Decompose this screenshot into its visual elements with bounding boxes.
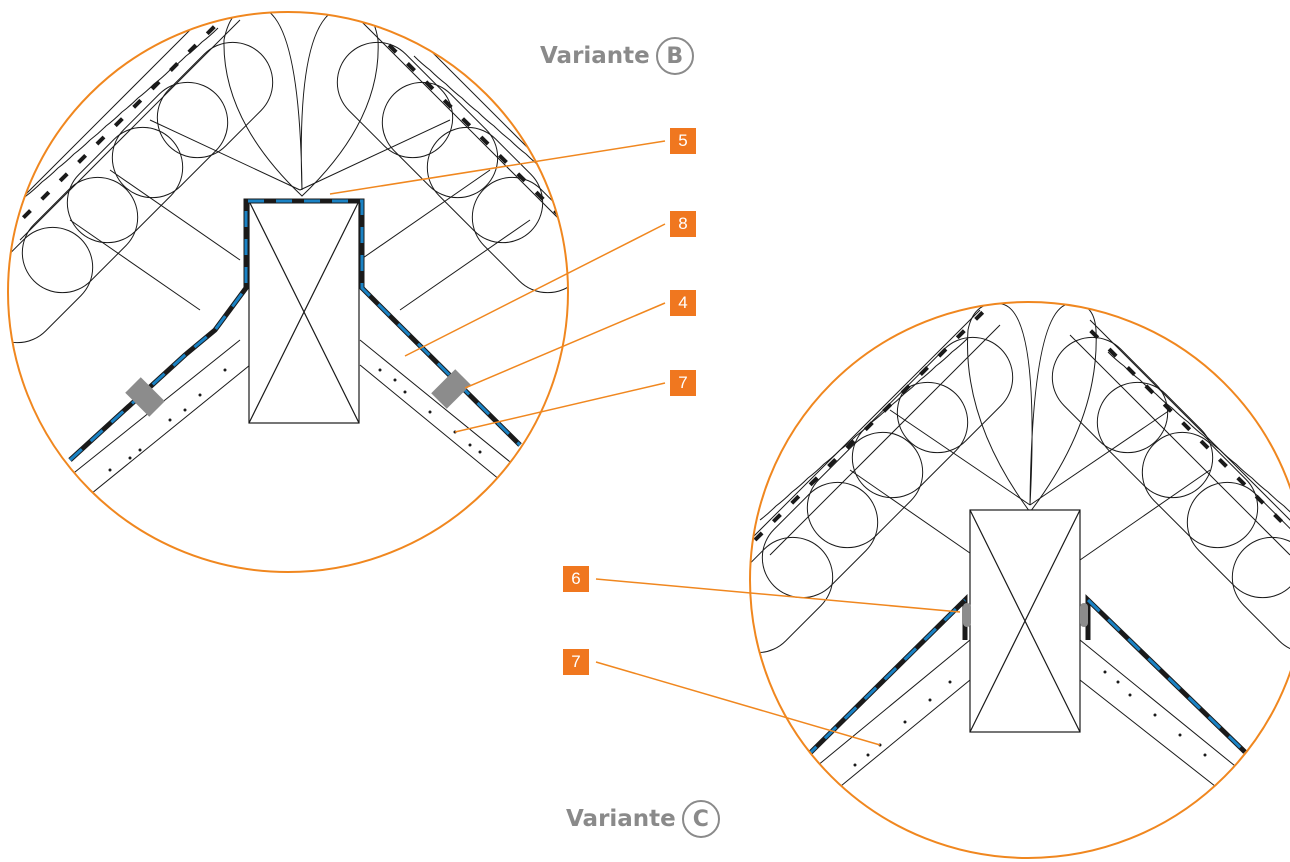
callout-4: 4 — [670, 290, 696, 316]
variant-letter-badge: B — [655, 37, 694, 75]
variant-b-label: Variante B — [540, 37, 694, 75]
callout-8: 8 — [670, 211, 696, 237]
variant-c-detail — [750, 303, 1290, 796]
callout-7: 7 — [670, 370, 696, 396]
variant-b-detail — [8, 12, 568, 516]
roof-underlay-right — [378, 34, 568, 238]
variant-c-frame — [749, 301, 1290, 859]
variant-label-text: Variante — [566, 806, 676, 832]
insulation-pattern — [750, 303, 1290, 654]
sealant-right — [1080, 603, 1088, 627]
sealant-right — [431, 369, 471, 409]
leader-lines-b — [329, 140, 666, 433]
rafter-c — [969, 509, 1081, 733]
sealant-left — [125, 377, 165, 417]
sheathing-boards — [799, 639, 1241, 796]
sealant-left — [963, 603, 971, 627]
roof-underlay-left — [8, 13, 228, 238]
variant-b-frame — [7, 11, 569, 573]
callout-5: 5 — [670, 128, 696, 154]
variant-letter-badge: C — [681, 800, 720, 838]
callout-6: 6 — [563, 566, 589, 592]
leader-lines-c — [595, 578, 961, 746]
variant-label-text: Variante — [540, 43, 650, 69]
sheathing-dots — [853, 670, 1207, 767]
rafter-b — [248, 200, 360, 424]
callout-7-c: 7 — [563, 649, 589, 675]
variant-c-label: Variante C — [566, 800, 720, 838]
